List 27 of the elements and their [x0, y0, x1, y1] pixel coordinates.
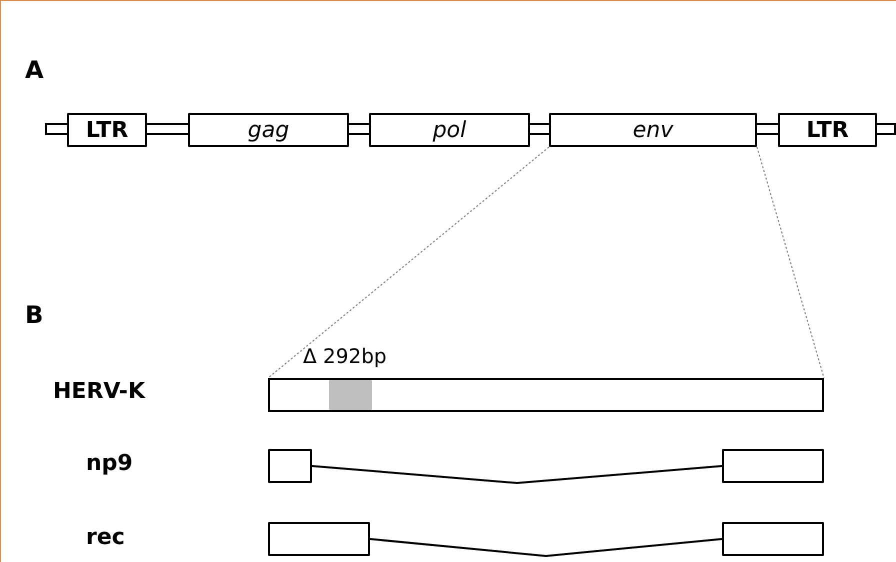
backbone-segment [876, 122, 896, 136]
deletion-label: Δ 292bp [303, 344, 387, 368]
splice-line [312, 465, 722, 484]
gene-box: LTR [778, 113, 877, 147]
exon-box [722, 449, 824, 483]
exon-box [722, 522, 824, 556]
zoom-guide-line [268, 146, 550, 378]
gene-box: gag [188, 113, 349, 147]
genome-bar [268, 378, 824, 412]
splice-line [370, 538, 722, 557]
row-label: np9 [86, 451, 133, 476]
row-label: rec [86, 525, 125, 550]
backbone-segment [756, 123, 779, 135]
backbone-segment [529, 123, 550, 135]
zoom-guide-line [756, 146, 824, 378]
backbone-segment [348, 123, 370, 135]
exon-box [268, 449, 312, 483]
row-label: HERV-K [53, 379, 145, 404]
panel-letter: B [25, 301, 44, 329]
exon-box [268, 522, 370, 556]
deleted-region [329, 380, 372, 410]
backbone-segment [146, 123, 189, 135]
gene-box: env [549, 113, 757, 147]
gene-box: pol [369, 113, 530, 147]
panel-letter: A [25, 56, 44, 84]
backbone-segment [45, 122, 68, 136]
gene-box: LTR [67, 113, 147, 147]
